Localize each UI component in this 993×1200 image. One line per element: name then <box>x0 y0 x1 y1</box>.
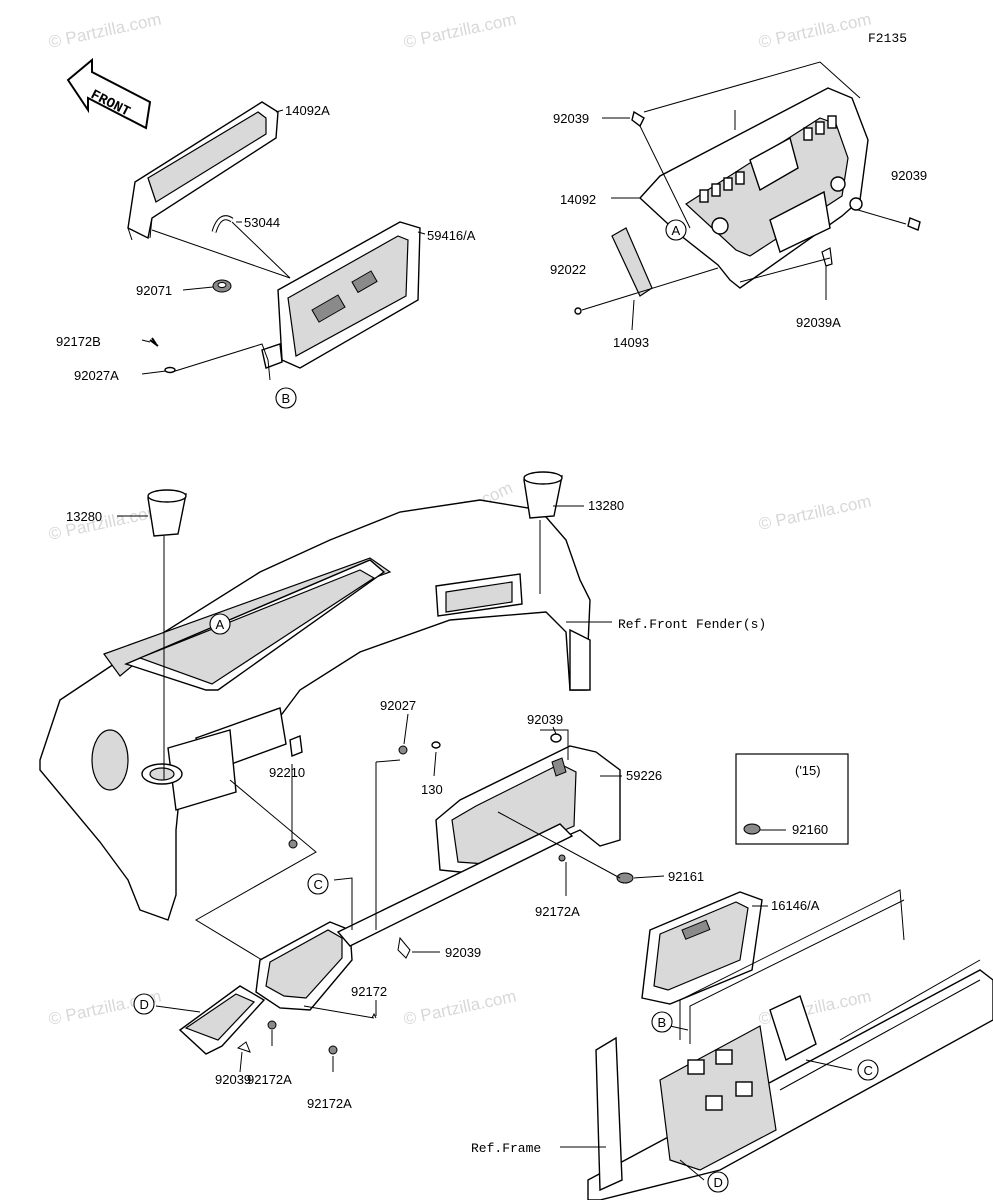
nut-92022 <box>574 307 582 315</box>
part-label-92039: 92039 <box>215 1072 251 1087</box>
watermark: © Partzilla.com <box>757 492 873 534</box>
legend-note: ('15) <box>795 763 821 778</box>
clip-92039-top <box>631 110 645 128</box>
part-label-53044: 53044 <box>244 215 280 230</box>
part-label-92172A: 92172A <box>535 904 580 919</box>
washer-92027A <box>164 366 176 374</box>
part-label-14093: 14093 <box>613 335 649 350</box>
part-label-92161: 92161 <box>668 869 704 884</box>
watermark: © Partzilla.com <box>47 502 163 544</box>
callouts: A A B B C C D D <box>133 219 879 1193</box>
front-arrow-icon: FRONT <box>66 57 152 130</box>
screw-92172B <box>149 337 159 347</box>
part-label-92172: 92172 <box>351 984 387 999</box>
part-labels: 14092A 53044 59416/A 92071 92172B 92027A… <box>56 103 927 1156</box>
callout-c: C <box>314 877 323 892</box>
part-label-59226: 59226 <box>626 768 662 783</box>
ref-frame: Ref.Frame <box>471 1141 541 1156</box>
callout-a: A <box>672 223 681 238</box>
trim-14093 <box>611 227 653 297</box>
part-label-92172A: 92172A <box>307 1096 352 1111</box>
legend-box <box>735 753 849 845</box>
part-label-130: 130 <box>421 782 443 797</box>
leaders-upper-left <box>141 109 426 381</box>
part-label-59416A: 59416/A <box>427 228 476 243</box>
callout-c: C <box>864 1063 873 1078</box>
ref-front-fender: Ref.Front Fender(s) <box>618 617 766 632</box>
part-label-92210: 92210 <box>269 765 305 780</box>
figure-code: F2135 <box>868 31 907 46</box>
meter-assembly-59416 <box>261 221 421 369</box>
center-panel-14092 <box>639 87 869 289</box>
leaders-main <box>117 505 853 1181</box>
meter-bracket-14092A <box>127 101 279 241</box>
part-label-16146A: 16146/A <box>771 898 820 913</box>
tray-16146 <box>641 891 763 1005</box>
callout-b: B <box>658 1015 667 1030</box>
part-label-92039: 92039 <box>445 945 481 960</box>
part-label-92039: 92039 <box>891 168 927 183</box>
callout-b: B <box>282 391 291 406</box>
cup-holder-13280-left <box>147 489 187 537</box>
lower-cover-59226 <box>435 745 621 875</box>
part-label-14092: 14092 <box>560 192 596 207</box>
part-label-92027A: 92027A <box>74 368 119 383</box>
part-label-13280: 13280 <box>588 498 624 513</box>
callout-d: D <box>140 997 149 1012</box>
callout-a: A <box>216 617 225 632</box>
part-label-92071: 92071 <box>136 283 172 298</box>
part-label-92160: 92160 <box>792 822 828 837</box>
part-label-92039: 92039 <box>527 712 563 727</box>
cup-holder-13280-right <box>523 471 563 519</box>
hose-53044 <box>211 215 234 233</box>
part-label-13280: 13280 <box>66 509 102 524</box>
clip-92039-right <box>907 217 921 231</box>
clip-92039A <box>821 247 833 267</box>
watermark: © Partzilla.com <box>402 987 518 1029</box>
part-label-92027: 92027 <box>380 698 416 713</box>
leaders-upper-right <box>581 61 907 331</box>
part-label-92039A: 92039A <box>796 315 841 330</box>
part-label-92022: 92022 <box>550 262 586 277</box>
part-label-92039: 92039 <box>553 111 589 126</box>
watermark: © Partzilla.com <box>402 10 518 52</box>
watermark: © Partzilla.com <box>47 10 163 52</box>
part-label-14092A: 14092A <box>285 103 330 118</box>
frame <box>587 889 993 1200</box>
part-label-92172A: 92172A <box>247 1072 292 1087</box>
grommet-92071 <box>212 279 232 293</box>
lower-bracket-assembly <box>178 823 574 1055</box>
part-label-92172B: 92172B <box>56 334 101 349</box>
watermark: © Partzilla.com <box>757 10 873 52</box>
callout-d: D <box>714 1175 723 1190</box>
dash-panel <box>39 499 591 921</box>
